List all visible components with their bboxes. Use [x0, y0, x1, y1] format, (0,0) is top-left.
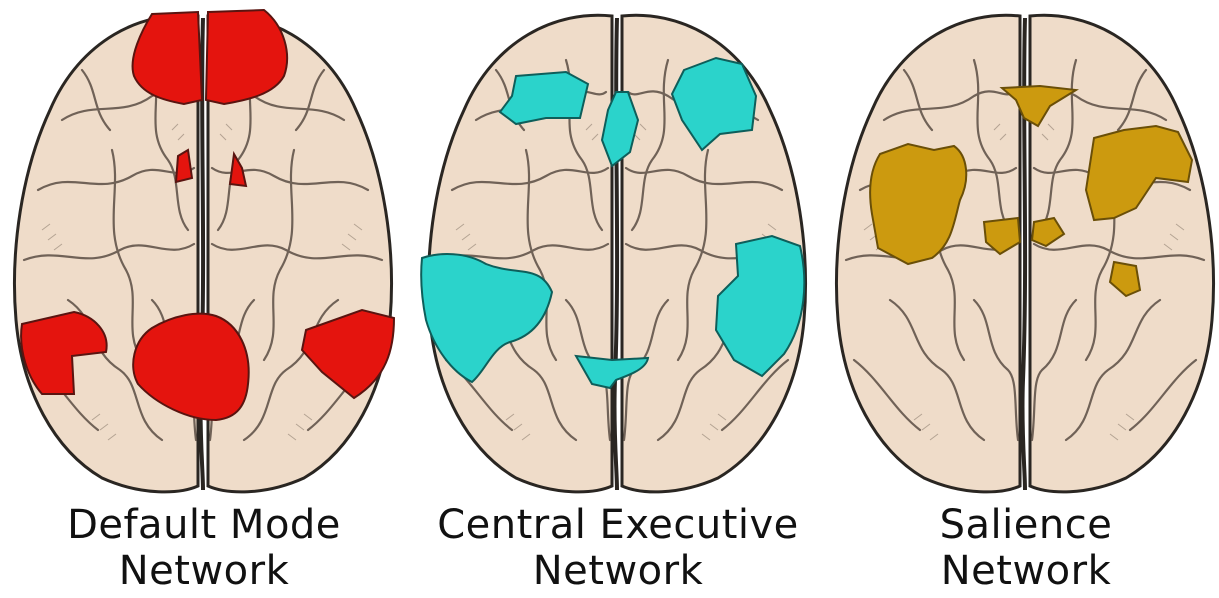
salience-caption-line1: Salience	[824, 502, 1219, 548]
salience-brain-illustration	[824, 0, 1219, 500]
central-executive-brain-illustration	[416, 0, 820, 500]
central-executive-panel: Central Executive Network	[416, 0, 820, 598]
default-mode-panel: Default Mode Network	[2, 0, 406, 598]
salience-panel: Salience Network	[824, 0, 1219, 598]
default-mode-brain-illustration	[2, 0, 406, 500]
default-mode-caption: Default Mode Network	[2, 502, 406, 594]
central-executive-caption-line2: Network	[416, 548, 820, 594]
salience-caption-line2: Network	[824, 548, 1219, 594]
anterior-cingulate-spot	[176, 150, 192, 182]
default-mode-caption-line2: Network	[2, 548, 406, 594]
central-executive-caption: Central Executive Network	[416, 502, 820, 594]
default-mode-caption-line1: Default Mode	[2, 502, 406, 548]
central-executive-caption-line1: Central Executive	[416, 502, 820, 548]
salience-caption: Salience Network	[824, 502, 1219, 594]
